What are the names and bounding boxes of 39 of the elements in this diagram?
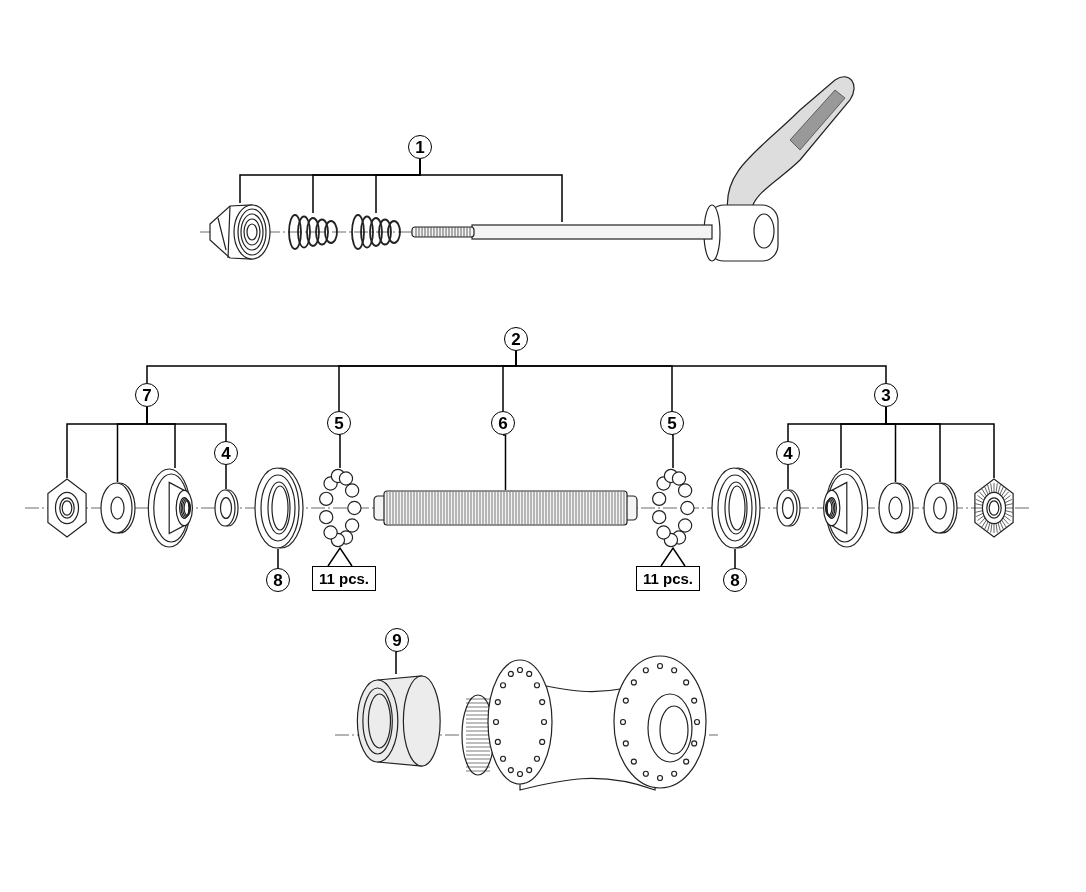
quantity-label: 11 pcs. bbox=[636, 566, 701, 591]
leader-line bbox=[734, 548, 736, 569]
leader-line bbox=[502, 434, 507, 491]
leader-line bbox=[225, 464, 227, 490]
skewer-rod-drawing bbox=[412, 222, 712, 242]
callout-number: 8 bbox=[266, 568, 290, 592]
spring-drawing bbox=[350, 213, 402, 251]
washer-drawing bbox=[99, 482, 136, 534]
seal-ring-drawing bbox=[213, 489, 239, 527]
washer-drawing bbox=[877, 482, 914, 534]
leader-line bbox=[660, 546, 686, 567]
steel-balls-drawing bbox=[318, 468, 362, 548]
callout-number: 1 bbox=[408, 135, 432, 159]
callout-number: 9 bbox=[385, 628, 409, 652]
leader-line bbox=[395, 651, 398, 675]
leader-line bbox=[419, 158, 563, 223]
steel-balls-drawing bbox=[651, 468, 695, 548]
skewer-nut-drawing bbox=[208, 203, 272, 261]
callout-number: 4 bbox=[776, 441, 800, 465]
callout-number: 5 bbox=[327, 411, 351, 435]
callout-number: 3 bbox=[874, 383, 898, 407]
dust-cap-drawing bbox=[709, 467, 761, 549]
callout-number: 2 bbox=[504, 327, 528, 351]
callout-number: 6 bbox=[491, 411, 515, 435]
seal-ring-drawing bbox=[775, 489, 801, 527]
washer-drawing bbox=[922, 482, 958, 534]
quantity-label: 11 pcs. bbox=[312, 566, 377, 591]
hub-axle-drawing bbox=[374, 490, 637, 526]
leader-line bbox=[787, 464, 789, 490]
leader-line bbox=[327, 546, 353, 567]
leader-line bbox=[277, 548, 279, 569]
callout-number: 5 bbox=[660, 411, 684, 435]
callout-number: 4 bbox=[214, 441, 238, 465]
dust-cap-drawing bbox=[252, 467, 304, 549]
leader-line bbox=[338, 434, 341, 469]
callout-number: 8 bbox=[723, 568, 747, 592]
callout-number: 7 bbox=[135, 383, 159, 407]
spring-drawing bbox=[287, 213, 339, 251]
leader-line bbox=[671, 434, 674, 469]
